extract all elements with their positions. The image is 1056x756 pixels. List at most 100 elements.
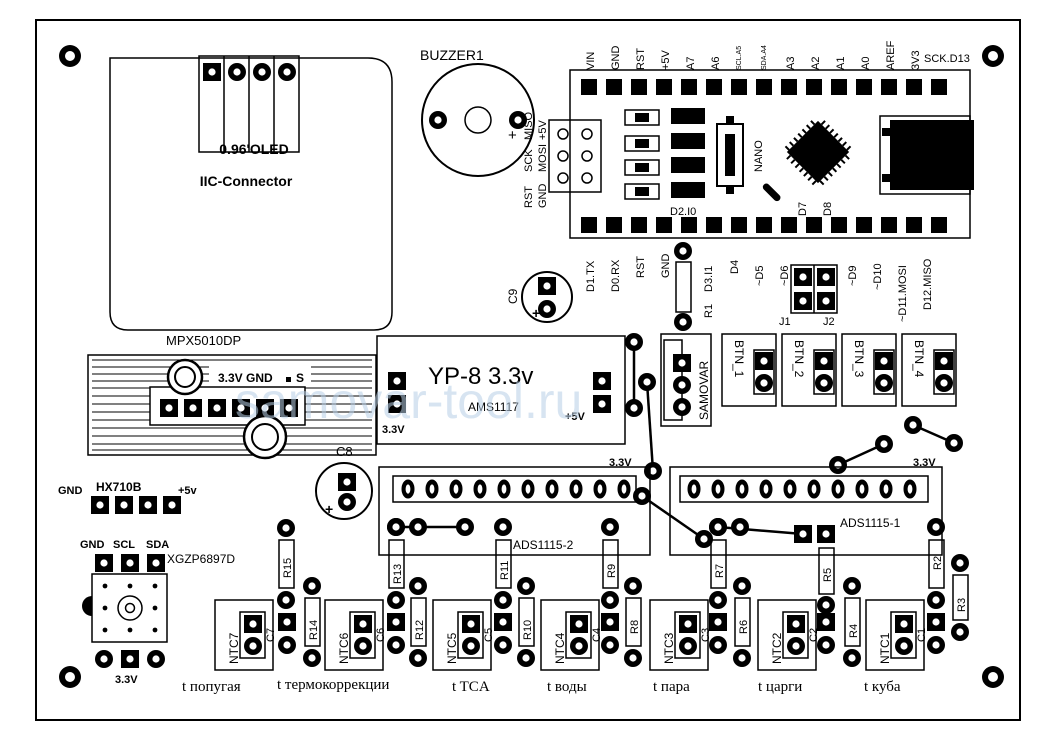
- pin-3v3: 3V3: [910, 50, 922, 70]
- pin-a5: SCL.A5: [736, 46, 743, 70]
- ntc1-connector: NTC1 C1 t куба: [864, 599, 945, 695]
- samovar-connector: SAMOVAR: [660, 333, 712, 427]
- c1-label: C1: [916, 628, 928, 642]
- resistor-r3: R3: [951, 554, 969, 641]
- watermark: samovar-tool.ru: [235, 373, 582, 429]
- btn2-connector: BTN_2: [781, 333, 837, 407]
- pin-a3: A3: [785, 57, 797, 70]
- nano-bottom-pins: [581, 217, 947, 233]
- resistor-r7: R7: [709, 518, 727, 609]
- r2-label: R2: [932, 556, 944, 570]
- pin-d6: ~D6: [779, 266, 791, 287]
- pin-d2: D2.I0: [670, 206, 696, 218]
- j1-label: J1: [779, 316, 791, 328]
- pin-d10: ~D10: [872, 263, 884, 290]
- yp8-regulator: YP-8 3.3v AMS1117 3.3V +5V: [376, 335, 626, 445]
- btn4-label: BTN_4: [912, 340, 926, 378]
- pin-a0: A0: [860, 57, 872, 70]
- buzzer: + BUZZER1: [420, 47, 535, 177]
- ntc2-connector: NTC2 C2 t царги: [757, 599, 835, 695]
- pin-d13: SCK.D13: [924, 53, 970, 65]
- btn2-label: BTN_2: [792, 340, 806, 378]
- caption-ntc2: t царги: [758, 679, 802, 695]
- r14-label: R14: [308, 620, 320, 640]
- nano-top-pins: [581, 79, 947, 95]
- caption-ntc3: t пара: [653, 679, 690, 695]
- ntc2-label: NTC2: [770, 632, 784, 664]
- pin-rst-bot: RST: [635, 256, 647, 278]
- nano-smd-parts: [624, 108, 781, 202]
- resistor-r12: R12: [409, 577, 427, 667]
- pin-a4: SDA.A4: [761, 45, 768, 70]
- buzzer-plus: +: [508, 127, 517, 144]
- yp8-title: YP-8 3.3v: [428, 363, 533, 390]
- isp-rst: RST: [523, 186, 535, 208]
- resistor-r8: R8: [624, 577, 642, 667]
- xgzp-sensor: GND SCL SDA XGZP6897D 3.3V: [80, 539, 235, 686]
- btn3-label: BTN_3: [852, 340, 866, 378]
- pin-d12: D12.MISO: [922, 258, 934, 310]
- resistor-r10: R10: [517, 577, 535, 667]
- r8-label: R8: [629, 620, 641, 634]
- board-outline: [35, 19, 1021, 721]
- pin-a6: A6: [710, 57, 722, 70]
- mpx-s: S: [296, 371, 304, 385]
- button-connectors: BTN_1 BTN_2 BTN_3 BTN_4: [721, 333, 957, 407]
- resistor-r13: R13: [387, 518, 405, 609]
- pin-d0: D0.RX: [610, 259, 622, 292]
- pin-d5: ~D5: [754, 266, 766, 287]
- caption-ntc5: t TCA: [452, 679, 490, 695]
- r13-label: R13: [392, 564, 404, 584]
- isp-gnd: GND: [537, 184, 549, 209]
- ntc3-connector: NTC3 C3 t пара: [649, 599, 727, 695]
- mpx-pins: 3.3V GND: [218, 371, 273, 385]
- ntc-connectors: NTC7 C7 t попугая NTC6 C6 t термокоррекц…: [182, 599, 945, 695]
- ads-left-v: 3.3V: [609, 457, 632, 469]
- resistor-r2: R2: [927, 518, 945, 609]
- ntc7-label: NTC7: [227, 632, 241, 664]
- r4-label: R4: [848, 624, 860, 638]
- xgzp-scl: SCL: [113, 539, 135, 551]
- xgzp-gnd: GND: [80, 539, 105, 551]
- j2-label: J2: [823, 316, 835, 328]
- c9-plus: +: [532, 305, 540, 321]
- ntc5-connector: NTC5 C5 t TCA: [432, 599, 512, 695]
- pin-vin: VIN: [585, 52, 597, 70]
- resistor-r14: R14: [303, 577, 321, 667]
- caption-ntc1: t куба: [864, 679, 901, 695]
- resistor-r4: R4: [843, 577, 861, 667]
- capacitor-c9: + C9: [506, 271, 573, 323]
- capacitor-c8: + C8: [315, 444, 373, 520]
- resistors: R15 R14 R13 R12 R11 R10 R9 R8 R7 R6 R5 R…: [277, 518, 969, 667]
- yp8-left: 3.3V: [382, 424, 405, 436]
- pin-gnd-top: GND: [610, 46, 622, 71]
- r5-label: R5: [822, 568, 834, 582]
- pin-5v: +5V: [660, 49, 672, 70]
- r12-label: R12: [414, 620, 426, 640]
- isp-mosi: MOSI: [537, 144, 549, 172]
- c6-label: C6: [375, 628, 387, 642]
- yp8-right: +5V: [565, 411, 586, 423]
- btn1-label: BTN_1: [732, 340, 746, 378]
- ads1115-left: 3.3V ADS1115-2: [378, 457, 651, 556]
- r11-label: R11: [499, 561, 511, 580]
- c9-label: C9: [506, 288, 520, 304]
- r10-label: R10: [522, 620, 534, 640]
- ads-right-v: 3.3V: [913, 457, 936, 469]
- mpx-sensor: MPX5010DP 3.3V GND S: [87, 333, 377, 460]
- buzzer-label: BUZZER1: [420, 47, 484, 63]
- c2-label: C2: [808, 628, 820, 642]
- r7-label: R7: [714, 564, 726, 578]
- mpx-label: MPX5010DP: [166, 333, 241, 348]
- hx-name: HX710B: [96, 480, 142, 494]
- pin-d4: D4: [729, 260, 741, 274]
- caption-ntc7: t попугая: [182, 679, 241, 695]
- caption-ntc6: t термокоррекции: [277, 677, 389, 693]
- r9-label: R9: [606, 564, 618, 578]
- btn4-connector: BTN_4: [901, 333, 957, 407]
- ntc3-label: NTC3: [662, 632, 676, 664]
- ntc1-label: NTC1: [878, 632, 892, 664]
- pin-d3: D3.I1: [703, 266, 715, 292]
- xgzp-vcc: 3.3V: [115, 674, 138, 686]
